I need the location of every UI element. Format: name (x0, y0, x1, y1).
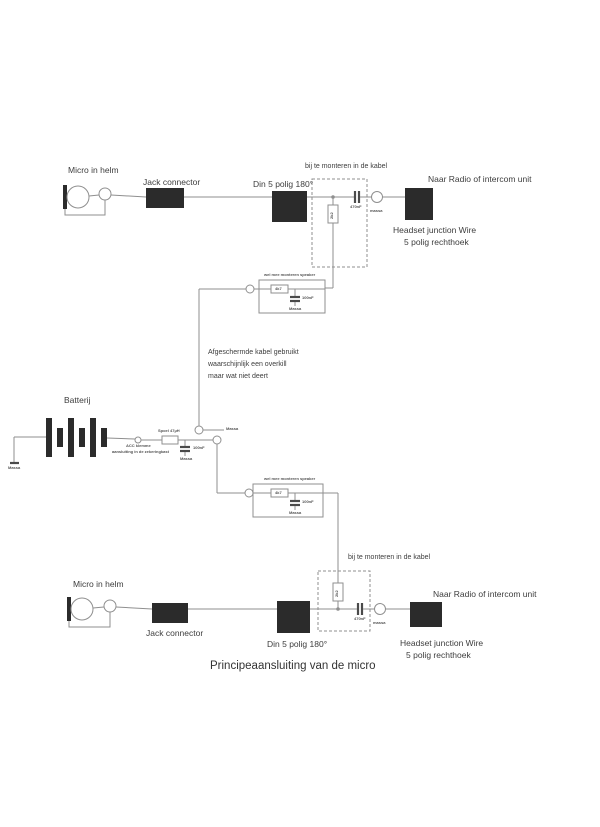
bottom-capacitor (356, 603, 364, 615)
top-micro-label: Micro in helm (68, 165, 119, 175)
lower-filter-resistor-value: 4k7 (275, 490, 282, 495)
filter-capacitor (290, 289, 300, 306)
acc-label-1: ACC klemme (126, 443, 151, 448)
supply-capacitor (180, 440, 190, 456)
upper-filter-box (245, 279, 326, 314)
top-din-label: Din 5 polig 180° (253, 179, 314, 189)
massa-tap (194, 425, 224, 435)
note-line-2: waarschijnlijk een overkill (208, 361, 287, 368)
battery-cap-ground-label: Massa (180, 456, 193, 461)
top-capacitor-value: 470nF (350, 204, 362, 209)
bottom-din-connector-block (277, 601, 310, 633)
wire (110, 194, 147, 198)
top-ground-label: massa (370, 208, 383, 213)
bottom-jack-connector-block (152, 603, 188, 623)
top-headset-junction-block (405, 188, 433, 220)
battery-capacitor-value: 100nF (193, 445, 205, 450)
bottom-resistor-value: 2k2 (334, 590, 339, 597)
supply-coil (161, 435, 179, 445)
connector-bullet (245, 284, 255, 294)
massa-tap-label: Massa (226, 426, 239, 431)
upper-filter-ground-label: Massa (289, 306, 302, 311)
lower-filter-box (244, 483, 324, 518)
lower-filter-capacitor-value: 100nF (302, 499, 314, 504)
battery-icon (46, 418, 107, 457)
upper-filter-capacitor-value: 100nF (302, 295, 314, 300)
connector-bullet (194, 425, 204, 435)
acc-label-2: aansluiting in de zekeringkast (112, 449, 169, 454)
bottom-radio-label: Naar Radio of intercom unit (433, 589, 537, 599)
note-line-1: Afgeschermde kabel gebruikt (208, 349, 299, 356)
bottom-ground-terminal (374, 603, 386, 615)
connector-bullet (212, 435, 222, 445)
coil-value: Spoel 47µH (158, 428, 180, 433)
top-headset-label-2: 5 polig rechthoek (404, 237, 469, 247)
note-line-3: maar wat niet deert (208, 373, 268, 380)
top-din-connector-block (272, 191, 307, 222)
bottom-headset-label-2: 5 polig rechthoek (406, 650, 471, 660)
top-jack-label: Jack connector (143, 177, 201, 187)
upper-filter-title: wel mee monteren speaker (264, 272, 316, 277)
bottom-microphone-icon (67, 597, 117, 628)
top-resistor-value: 2k2 (329, 212, 334, 219)
page-title: Principeaansluiting van de micro (210, 660, 376, 672)
top-ground-terminal (371, 191, 383, 203)
top-cable-note: bij te monteren in de kabel (305, 163, 388, 170)
bottom-inline-filter-dashed-box (317, 570, 371, 632)
top-jack-connector-block (146, 188, 184, 208)
bottom-capacitor-value: 470nF (354, 616, 366, 621)
bottom-headset-junction-block (410, 602, 442, 627)
lower-filter-ground-label: Massa (289, 510, 302, 515)
wire (115, 606, 153, 610)
battery-ground-label: Massa (8, 465, 21, 470)
top-headset-label-1: Headset junction Wire (393, 225, 477, 235)
top-inline-filter-dashed-box (311, 178, 368, 288)
lower-filter-title: wel mee monteren speaker (264, 476, 316, 481)
bottom-cable-note: bij te monteren in de kabel (348, 554, 431, 561)
top-radio-label: Naar Radio of intercom unit (428, 174, 532, 184)
bottom-din-label: Din 5 polig 180° (267, 639, 328, 649)
battery-label: Batterij (64, 395, 91, 405)
filter-capacitor (290, 493, 300, 510)
connector-bullet (244, 488, 254, 498)
battery-supply-wire (106, 435, 222, 493)
bottom-micro-label: Micro in helm (73, 579, 124, 589)
top-capacitor (353, 191, 361, 203)
bottom-headset-label-1: Headset junction Wire (400, 638, 484, 648)
upper-filter-resistor-value: 4k7 (275, 286, 282, 291)
bottom-ground-label: massa (373, 620, 386, 625)
top-microphone-icon (63, 185, 112, 216)
bottom-jack-label: Jack connector (146, 628, 204, 638)
battery-ground-wire (10, 436, 46, 465)
